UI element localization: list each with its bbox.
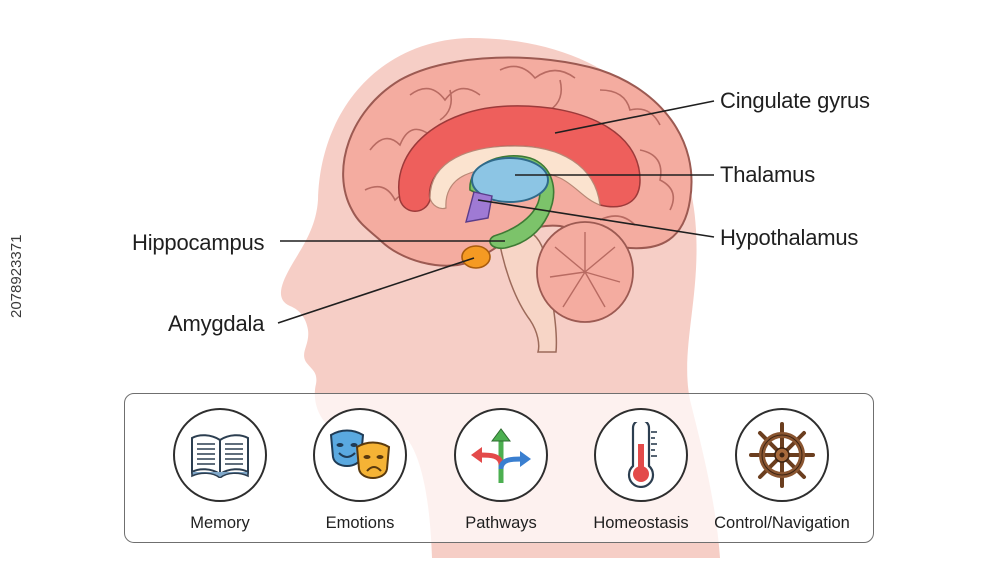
function-label: Control/Navigation [714,514,850,532]
function-memory: Memory [150,408,290,538]
branching-arrows-icon [471,428,531,483]
function-control-navigation: Control/Navigation [712,408,852,538]
label-cingulate-gyrus: Cingulate gyrus [720,88,870,113]
function-pathways: Pathways [431,408,571,538]
function-label: Emotions [325,514,395,532]
pathways-icon-circle [454,408,548,502]
control-icon-circle [735,408,829,502]
label-hypothalamus: Hypothalamus [720,225,859,250]
functions-panel: Memory Emotions [124,393,874,543]
thalamus [471,157,549,203]
function-label: Homeostasis [593,514,689,532]
theater-masks-icon [329,429,391,479]
amygdala [461,245,491,269]
label-amygdala: Amygdala [168,311,265,336]
emotions-icon-circle [313,408,407,502]
label-thalamus: Thalamus [720,162,815,187]
function-label: Memory [190,514,250,532]
memory-icon-circle [173,408,267,502]
function-homeostasis: Homeostasis [571,408,711,538]
thermometer-icon [627,422,657,488]
function-label: Pathways [465,514,537,532]
corpus-callosum [429,145,601,210]
leader-lines [277,100,715,324]
ship-wheel-icon [749,422,815,488]
homeostasis-icon-circle [594,408,688,502]
function-emotions: Emotions [290,408,430,538]
hypothalamus [465,191,493,223]
cerebellum [536,221,634,323]
label-hippocampus: Hippocampus [132,230,265,255]
open-book-icon [191,434,249,478]
stock-id: 2078923371 [8,234,25,318]
